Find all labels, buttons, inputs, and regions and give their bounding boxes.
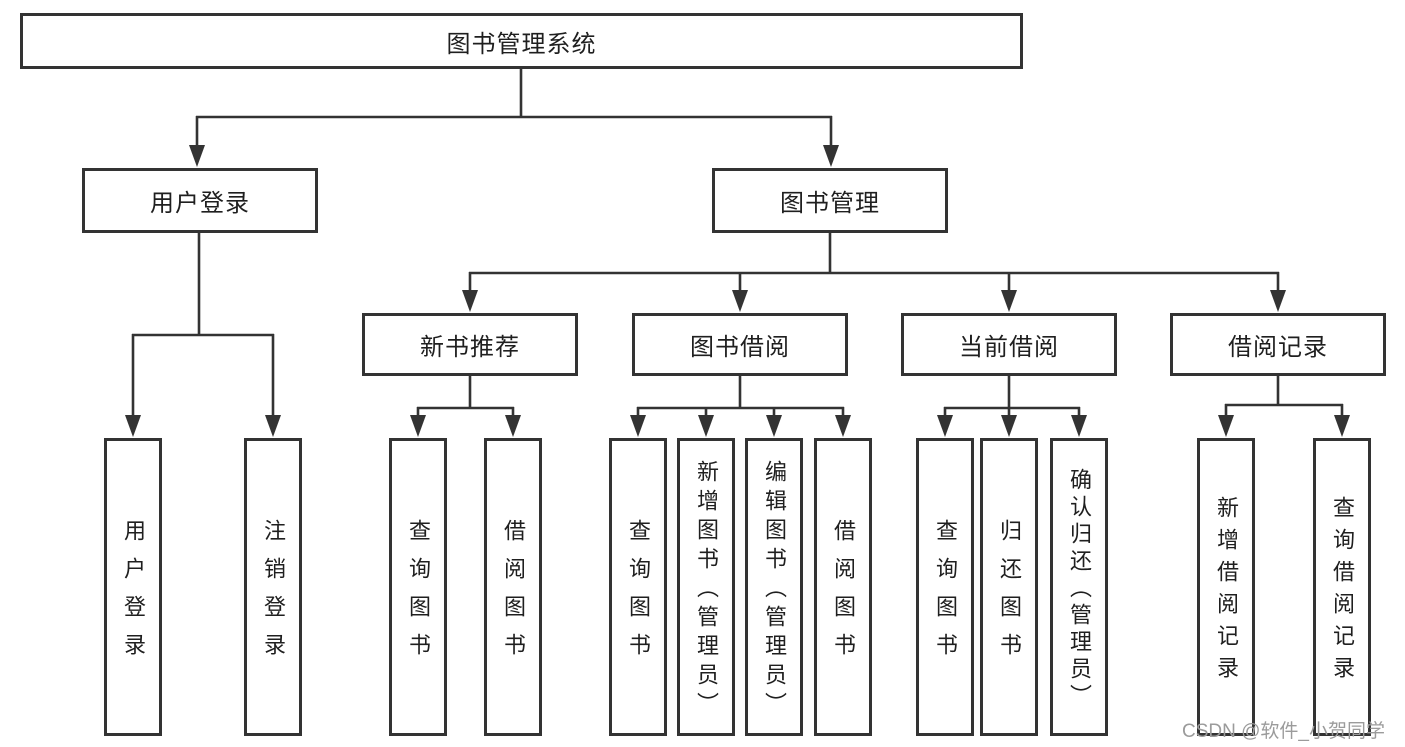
node-user-login: 用户登录: [82, 168, 318, 233]
connector-new-books-to-children: [410, 375, 521, 437]
node-new-book-recommend: 新书推荐: [362, 313, 578, 376]
leaf-bb-edit-books-admin: 编辑图书（管理员）: [745, 438, 803, 736]
node-current-borrowing: 当前借阅: [901, 313, 1117, 376]
leaf-cb-query-books-label: 查询图书: [933, 519, 958, 671]
watermark: CSDN @软件_小贺同学: [1182, 721, 1385, 742]
node-borrow-records: 借阅记录: [1170, 313, 1386, 376]
node-borrow-records-label: 借阅记录: [1228, 334, 1328, 361]
leaf-br-add-record-label: 新增借阅记录: [1214, 496, 1239, 688]
leaf-bb-edit-books-admin-label: 编辑图书（管理员）: [762, 460, 787, 721]
leaf-br-query-record-label: 查询借阅记录: [1330, 496, 1355, 688]
leaf-bb-borrow-books-label: 借阅图书: [831, 519, 856, 671]
leaf-nb-query-books: 查询图书: [389, 438, 447, 736]
connector-book-borrow-to-children: [630, 375, 851, 437]
leaf-nb-query-books-label: 查询图书: [406, 519, 431, 671]
leaf-br-add-record: 新增借阅记录: [1197, 438, 1255, 736]
leaf-bb-borrow-books: 借阅图书: [814, 438, 872, 736]
leaf-cb-confirm-return-admin-label: 确认归还（管理员）: [1067, 468, 1092, 711]
node-book-management-label: 图书管理: [780, 190, 880, 217]
node-current-borrowing-label: 当前借阅: [959, 334, 1059, 361]
node-user-login-label: 用户登录: [150, 190, 250, 217]
leaf-cb-return-books: 归还图书: [980, 438, 1038, 736]
connector-root-to-level2: [189, 68, 839, 167]
leaf-bb-add-books-admin: 新增图书（管理员）: [677, 438, 735, 736]
leaf-logout-login-label: 注销登录: [261, 519, 286, 671]
leaf-nb-borrow-books: 借阅图书: [484, 438, 542, 736]
leaf-cb-query-books: 查询图书: [916, 438, 974, 736]
node-root-label: 图书管理系统: [446, 30, 597, 58]
leaf-nb-borrow-books-label: 借阅图书: [501, 519, 526, 671]
node-root: 图书管理系统: [20, 13, 1023, 69]
leaf-bb-add-books-admin-label: 新增图书（管理员）: [694, 460, 719, 721]
connector-book-management-to-level3: [462, 231, 1286, 312]
node-book-borrowing-label: 图书借阅: [690, 334, 790, 361]
leaf-cb-confirm-return-admin: 确认归还（管理员）: [1050, 438, 1108, 736]
node-book-management: 图书管理: [712, 168, 948, 233]
leaf-bb-query-books: 查询图书: [609, 438, 667, 736]
connector-current-borrow-to-children: [937, 375, 1087, 437]
connector-borrow-records-to-children: [1218, 375, 1350, 437]
leaf-br-query-record: 查询借阅记录: [1313, 438, 1371, 736]
node-book-borrowing: 图书借阅: [632, 313, 848, 376]
leaf-cb-return-books-label: 归还图书: [997, 519, 1022, 671]
leaf-user-login-label: 用户登录: [121, 519, 146, 671]
leaf-bb-query-books-label: 查询图书: [626, 519, 651, 671]
connector-user-login-to-children: [125, 231, 281, 437]
leaf-logout-login: 注销登录: [244, 438, 302, 736]
node-new-book-recommend-label: 新书推荐: [420, 334, 520, 361]
leaf-user-login: 用户登录: [104, 438, 162, 736]
